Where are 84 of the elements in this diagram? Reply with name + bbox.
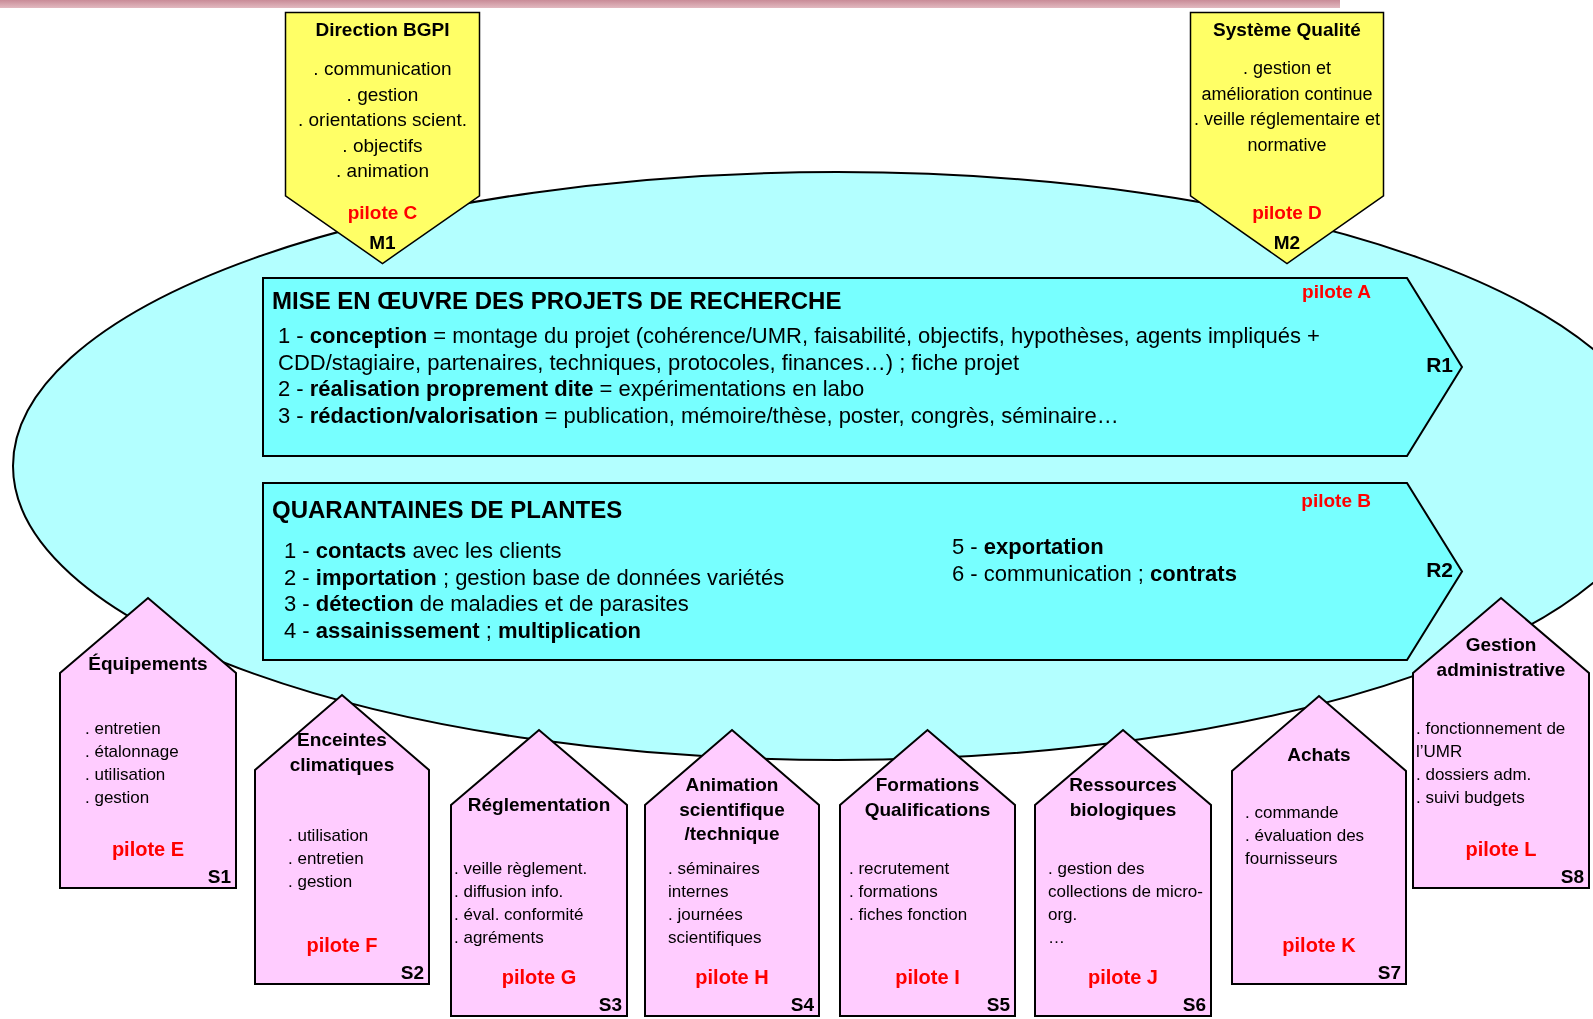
list-item: . formations [849,881,939,903]
list-item: . objectifs [341,133,424,158]
list-item: . recrutement [849,858,951,880]
list-item: . entretien [288,848,365,870]
house-shape [1412,597,1590,889]
process-code: S3 [598,994,622,1016]
chevron-down-shape [1190,12,1384,264]
list-item: … [1048,927,1066,949]
pilot-label: pilote J [1087,966,1159,989]
box-title: Gestion administrative [1435,633,1567,682]
house-shape [59,597,237,889]
list-item: . diffusion info. [454,881,565,903]
process-code: S1 [207,866,231,888]
list-item: . séminaires internes [668,858,761,903]
list-item: 2 - réalisation proprement dite = expérimentations en labo [278,376,866,403]
box-title: MISE EN ŒUVRE DES PROJETS DE RECHERCHE [272,286,843,316]
box-title: Équipements [87,652,209,676]
process-code: S4 [790,994,814,1016]
house-shape [839,729,1016,1017]
pilot-label: pilote F [305,934,379,957]
list-item: 4 - assainissement ; multiplication [284,617,642,644]
pilot-label: pilote A [1302,281,1371,303]
list-item: . animation [335,159,430,183]
process-code: S5 [986,994,1010,1016]
process-code: S2 [400,962,424,984]
process-code: R1 [1426,353,1453,377]
list-item: . éval. conformité [454,904,585,926]
list-item: . gestion [345,82,420,107]
list-item: . utilisation [288,825,370,847]
list-item: 5 - exportation [952,534,1105,561]
house-shape [1231,695,1407,985]
box-title: QUARANTAINES DE PLANTES [272,495,624,525]
box-title: Enceintes climatiques [288,728,396,777]
pilot-label: pilote G [500,966,578,989]
pilot-label: pilote B [1301,490,1371,512]
list-item: . étalonnage [85,741,180,763]
process-code: M1 [368,232,397,254]
list-item: . veille règlement. [454,858,589,880]
list-item: 3 - rédaction/valorisation = publication, mémoire/thèse, poster, congrès, séminaire… [278,402,1120,429]
box-title: Système Qualité [1212,18,1362,42]
list-item: . veille réglementaire et normative [1192,108,1382,157]
process-code: S6 [1182,994,1206,1016]
list-item: . agréments [454,927,545,949]
box-title: Animation scientifique /technique [678,773,786,847]
list-item: . gestion et amélioration continue [1200,57,1374,106]
list-item: . entretien [85,718,162,740]
box-title: Formations Qualifications [863,773,992,822]
pilot-label: pilote H [694,966,770,989]
pilot-label: pilote L [1464,838,1538,861]
house-shape [1034,729,1212,1017]
chevron-down-shape [285,12,480,264]
box-title: Ressources biologiques [1068,773,1178,822]
box-title: Achats [1286,743,1352,767]
pilot-label: pilote I [894,966,961,989]
pilot-label: pilote K [1281,934,1357,957]
house-shape [450,729,628,1017]
process-code: S7 [1377,962,1401,984]
list-item: . journées scientifiques [668,904,763,949]
list-item: 2 - importation ; gestion base de données variétés [284,564,786,591]
box-title: Réglementation [466,793,612,817]
list-item: . fiches fonction [849,904,969,926]
list-item: . gestion [288,871,354,893]
list-item: . communication [312,57,453,81]
process-code: S8 [1560,866,1584,888]
process-code: M2 [1272,232,1302,254]
pilot-label: pilote D [1251,202,1323,224]
list-item: . utilisation [85,764,167,786]
list-item: . évaluation des fournisseurs [1245,825,1366,870]
box-title: Direction BGPI [314,18,451,42]
list-item: . commande [1245,802,1340,824]
list-item: . orientations scient. [297,108,468,132]
list-item: . fonctionnement de l’UMR [1416,718,1567,763]
list-item: . suivi budgets [1416,787,1526,809]
list-item: 1 - contacts avec les clients [284,538,563,565]
house-shape [254,694,430,985]
process-code: R2 [1426,557,1453,582]
list-item: . gestion des collections de micro-org. [1048,858,1204,926]
pilot-label: pilote C [346,202,419,224]
list-item: 3 - détection de maladies et de parasites [284,591,690,618]
list-item: 6 - communication ; contrats [952,560,1238,587]
list-item: . dossiers adm. [1416,764,1533,786]
list-item: . gestion [85,787,151,809]
house-shape [644,729,820,1017]
pilot-label: pilote E [110,838,186,861]
